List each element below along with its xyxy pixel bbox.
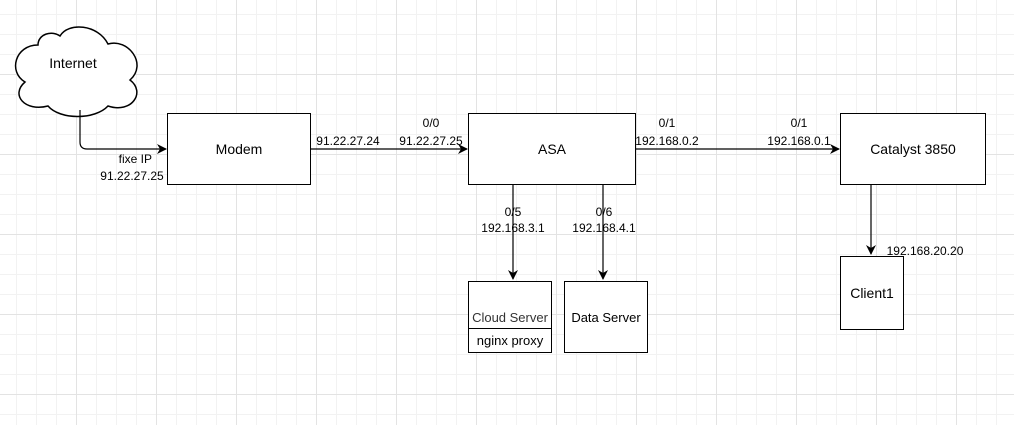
asa-data-label: 0/6 192.168.4.1 xyxy=(568,205,640,236)
edge-internet-modem xyxy=(79,110,167,154)
modem-in-ip: 91.22.27.25 xyxy=(100,169,164,183)
asa-in-port: 0/0 xyxy=(422,116,440,130)
asa-node[interactable]: ASA xyxy=(468,113,636,185)
client-ip: 192.168.20.20 xyxy=(886,244,964,258)
client1-label: Client1 xyxy=(850,285,894,301)
catalyst-label: Catalyst 3850 xyxy=(870,141,956,157)
nginx-proxy-label: nginx proxy xyxy=(476,333,544,348)
internet-label: Internet xyxy=(49,55,97,71)
catalyst-in-label: 0/1 192.168.0.1 xyxy=(763,116,835,149)
client1-node[interactable]: Client1 xyxy=(840,256,904,330)
asa-in-label: 0/0 91.22.27.25 xyxy=(396,116,466,149)
asa-in-ip: 91.22.27.25 xyxy=(399,134,463,148)
catalyst-node[interactable]: Catalyst 3850 xyxy=(840,113,986,185)
catalyst-in-port: 0/1 xyxy=(790,116,808,130)
asa-out-right-label: 0/1 192.168.0.2 xyxy=(632,116,702,149)
asa-out-right-ip: 192.168.0.2 xyxy=(635,134,699,148)
data-server-node[interactable]: Data Server xyxy=(564,281,648,353)
cloud-server-node[interactable]: Cloud Server nginx proxy xyxy=(468,281,552,353)
data-server-label: Data Server xyxy=(571,309,641,325)
modem-out-ip: 91.22.27.24 xyxy=(316,134,380,148)
asa-cloud-port: 0/5 xyxy=(504,205,522,219)
asa-cloud-ip: 192.168.3.1 xyxy=(481,221,545,235)
modem-node[interactable]: Modem xyxy=(167,113,311,185)
modem-label: Modem xyxy=(215,141,263,157)
asa-data-ip: 192.168.4.1 xyxy=(572,221,636,235)
asa-label: ASA xyxy=(537,141,566,157)
asa-cloud-label: 0/5 192.168.3.1 xyxy=(478,205,548,236)
asa-data-port: 0/6 xyxy=(595,205,613,219)
internet-cloud-shape[interactable] xyxy=(14,26,138,118)
asa-out-right-port: 0/1 xyxy=(658,116,676,130)
fixe-ip-text: fixe IP xyxy=(118,152,152,166)
cloud-server-label: Cloud Server xyxy=(469,282,551,329)
catalyst-in-ip: 192.168.0.1 xyxy=(767,134,831,148)
modem-in-label: fixe IP 91.22.27.25 xyxy=(98,152,166,184)
